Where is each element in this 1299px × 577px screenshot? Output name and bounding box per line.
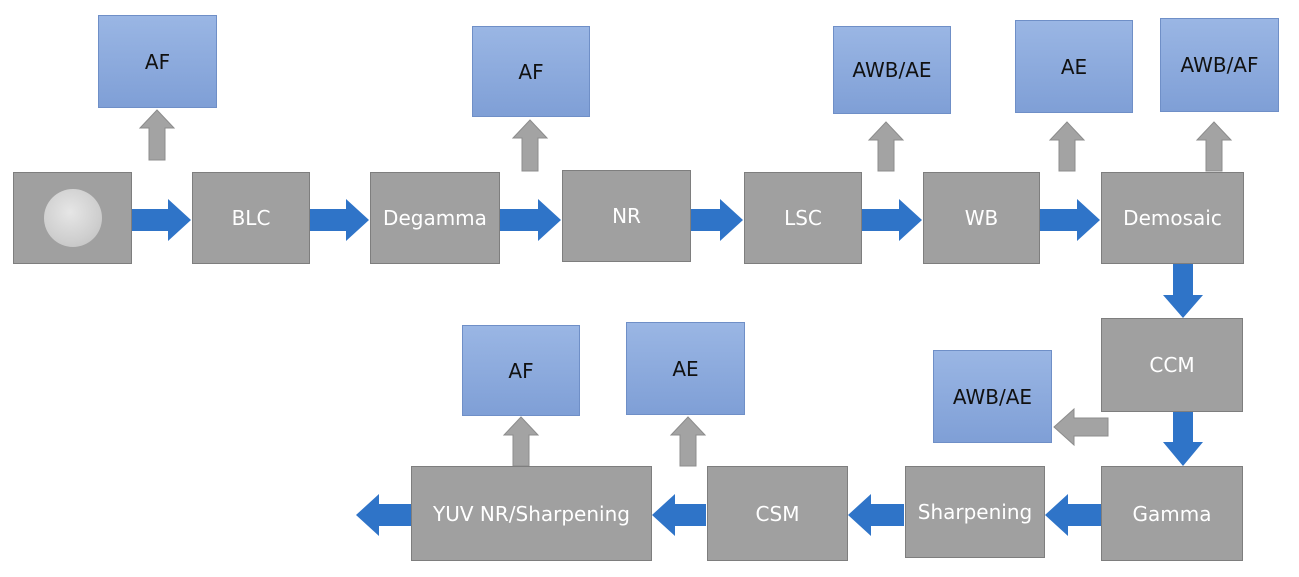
stat-arrow-wb (1048, 121, 1086, 172)
stat-box-lsc-label: AWB/AE (852, 58, 932, 82)
stage-nr-label: NR (612, 204, 641, 228)
sensor-box (13, 172, 132, 264)
flow-arrow-output (356, 494, 411, 536)
stage-sharpening: Sharpening (905, 466, 1045, 558)
flow-arrow-lsc-to-wb (862, 199, 922, 241)
flow-arrow-degamma-to-nr (500, 199, 561, 241)
stage-wb: WB (923, 172, 1040, 264)
stage-csm: CSM (707, 466, 848, 561)
stat-box-blc-label: AF (144, 49, 171, 74)
stat-arrow-lsc (867, 121, 905, 172)
stage-csm-label: CSM (755, 501, 800, 526)
stat-box-nr: AF (472, 26, 590, 117)
flow-arrow-sensor-to-blc (132, 199, 191, 241)
stat-box-lsc: AWB/AE (833, 26, 951, 114)
stage-gamma: Gamma (1101, 466, 1243, 561)
stat-arrow-yuv (502, 416, 540, 467)
stage-nr: NR (562, 170, 691, 262)
stat-box-yuv-label: AF (508, 358, 534, 383)
stage-ccm: CCM (1101, 318, 1243, 412)
stat-arrow-ccm (1053, 407, 1109, 447)
stage-yuv-nr-sharpening-label: YUV NR/Sharpening (433, 501, 630, 526)
stage-degamma-label: Degamma (383, 206, 487, 230)
flow-arrow-sharpening-to-csm (848, 494, 904, 536)
stat-box-blc: AF (98, 15, 217, 108)
flow-arrow-ccm-to-gamma (1163, 412, 1203, 466)
flow-arrow-blc-to-degamma (310, 199, 369, 241)
stat-box-ccm-label: AWB/AE (952, 384, 1033, 409)
stat-arrow-blc (138, 109, 176, 161)
stage-degamma: Degamma (370, 172, 500, 264)
stat-arrow-demosaic (1195, 121, 1233, 172)
stat-box-demosaic: AWB/AF (1160, 18, 1279, 112)
stage-demosaic: Demosaic (1101, 172, 1244, 264)
stage-lsc: LSC (744, 172, 862, 264)
flow-arrow-gamma-to-sharpening (1045, 494, 1101, 536)
stage-lsc-label: LSC (784, 206, 822, 230)
stat-arrow-csm (669, 416, 707, 467)
stat-box-wb-label: AE (1060, 54, 1088, 79)
stat-box-csm-label: AE (672, 356, 699, 381)
stat-box-yuv: AF (462, 325, 580, 416)
stage-blc: BLC (192, 172, 310, 264)
stage-gamma-label: Gamma (1132, 501, 1212, 526)
flow-arrow-wb-to-demosaic (1040, 199, 1100, 241)
flow-arrow-nr-to-lsc (691, 199, 743, 241)
stage-yuv-nr-sharpening: YUV NR/Sharpening (411, 466, 652, 561)
stage-wb-label: WB (964, 206, 999, 230)
flow-arrow-demosaic-to-ccm (1163, 264, 1203, 318)
stat-arrow-nr (511, 119, 549, 172)
stage-ccm-label: CCM (1149, 353, 1195, 377)
stage-demosaic-label: Demosaic (1123, 206, 1222, 230)
stat-box-wb: AE (1015, 20, 1133, 113)
stat-box-csm: AE (626, 322, 745, 415)
lens-circle-icon (43, 189, 102, 247)
stat-box-demosaic-label: AWB/AF (1180, 53, 1259, 77)
stage-blc-label: BLC (231, 206, 271, 230)
stat-box-nr-label: AF (518, 59, 544, 84)
stage-sharpening-label: Sharpening (917, 500, 1033, 524)
flow-arrow-csm-to-yuv (652, 494, 706, 536)
stat-box-ccm: AWB/AE (933, 350, 1052, 443)
